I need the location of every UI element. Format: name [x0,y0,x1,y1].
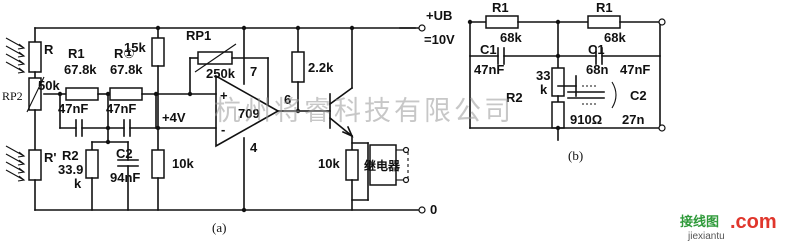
r15k-resistor [151,37,165,67]
r2-resistor [85,149,99,179]
company-watermark: 杭州将睿科技有限公司 [214,96,514,127]
light-arrows-icon [5,145,26,182]
r1b-value: 67.8k [110,62,143,77]
relay-coil [369,144,397,186]
site-logo: 接线图 .com jiexiantu [680,211,777,242]
r2-label: R2 [62,148,79,163]
b-c1-left-value: 47nF [474,62,504,77]
rp2-adjust-arrow [26,76,45,113]
c2-value: 94nF [110,170,140,185]
b-r2-label: R2 [506,90,523,105]
opamp-709 [215,74,280,148]
c2-bracket [611,81,617,109]
diagram-a: R R' RP2 50k R1 67.8k R① 67.8k 47nF 47nF… [2,8,455,235]
b-c2-label: C2 [630,88,647,103]
r2-value-2: k [74,176,82,191]
b-c1-left-label: C1 [480,42,497,57]
pin4-label: 4 [250,140,258,155]
ground-label: 0 [430,202,437,217]
b-r1-left-value: 68k [500,30,522,45]
rp1-label: RP1 [186,28,211,43]
r1-value: 67.8k [64,62,97,77]
logo-text-com: .com [730,211,777,233]
supply-value: =10V [424,32,455,47]
b-r1-right-value: 68k [604,30,626,45]
logo-url: jiexiantu [687,231,725,242]
rp2-value: 50k [38,78,60,93]
b-r2-value-2: k [540,82,548,97]
c1a-value: 47nF [58,101,88,116]
r1b-resistor [109,87,143,101]
rp1-adjust-arrow [194,43,237,73]
rp2-label: RP2 [2,89,23,103]
caption-b: (b) [568,148,583,163]
b-r2-resistor [551,67,565,97]
relay-label: 继电器 [364,158,401,173]
diagram-b: R1 68k R1 68k C1 47nF C1 47nF 33 k R2 68… [467,0,666,163]
r10k-divider-resistor [151,149,165,179]
minus-sign: - [221,122,225,137]
ground-terminal [418,206,426,214]
r2-value-1: 33.9 [58,162,83,177]
ldr-top-resistor [28,41,42,73]
pin7-label: 7 [250,64,257,79]
r1-resistor [65,87,99,101]
b-r910-value: 910Ω [570,112,602,127]
b-c2-parallel-value: 27n [622,112,644,127]
caption-a: (a) [212,220,226,235]
ldr-top-label: R [44,42,54,57]
b-r1-right-label: R1 [596,0,613,15]
b-c1-right-label: C1 [588,42,605,57]
b-r910-resistor [551,101,565,129]
r1-label: R1 [68,46,85,61]
r10k-mid-label: 10k [172,156,194,171]
bias-voltage-label: +4V [162,110,186,125]
b-r2-value-1: 33 [536,68,550,83]
b-c2-cap-value: 68n [586,62,608,77]
b-r1-left-resistor [485,15,519,29]
logo-text-cn: 接线图 [680,214,719,230]
b-c1-right-value: 47nF [620,62,650,77]
c1b-value: 47nF [106,101,136,116]
r2-2k-label: 2.2k [308,60,334,75]
b-r1-left-label: R1 [492,0,509,15]
supply-terminal [418,24,426,32]
light-arrows-icon [5,37,26,74]
opamp-label: 709 [238,106,260,121]
ldr-bottom-label: R' [44,150,56,165]
c2-label: C2 [116,146,133,161]
r2-2k-resistor [291,51,305,83]
rp1-value: 250k [206,66,236,81]
ldr-bottom-resistor [28,149,42,181]
plus-sign: + [220,88,228,103]
r10k-relay-label: 10k [318,156,340,171]
pin6-label: 6 [284,92,291,107]
r15k-label: 15k [124,40,146,55]
supply-label: +UB [426,8,452,23]
r1b-label: R① [114,46,134,61]
r10k-relay-resistor [345,149,359,181]
b-r1-right-resistor [587,15,621,29]
